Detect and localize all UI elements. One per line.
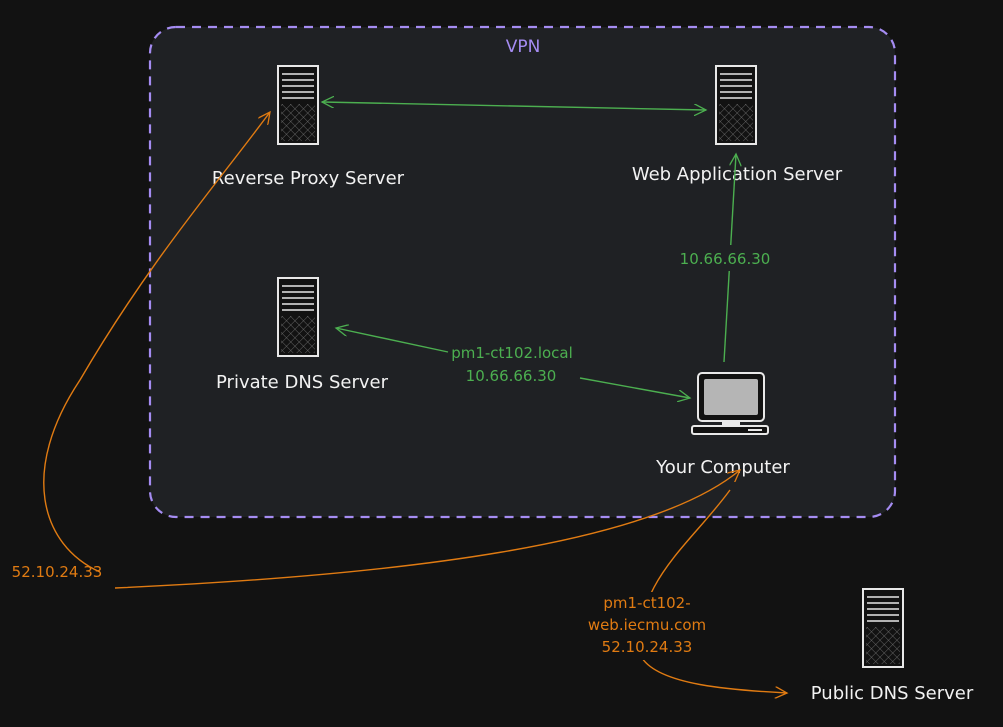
dns-response-to-computer bbox=[579, 377, 690, 398]
dns-query-to-private-dns bbox=[336, 328, 449, 353]
reverse-proxy-label: Reverse Proxy Server bbox=[212, 168, 405, 189]
server-icon bbox=[715, 65, 757, 145]
private-dns-server: Private DNS Server bbox=[216, 277, 389, 393]
public-dns-query-ip: 52.10.24.33 bbox=[602, 638, 693, 656]
proxy-ip-label: 52.10.24.33 bbox=[12, 563, 103, 581]
proxy-webapp-link bbox=[322, 102, 706, 110]
server-icon bbox=[277, 65, 319, 145]
public-dns-query-line2: web.iecmu.com bbox=[588, 616, 706, 634]
public-dns-label: Public DNS Server bbox=[811, 683, 974, 704]
web-application-server: Web Application Server bbox=[632, 65, 843, 185]
public-dns-query-line1: pm1-ct102- bbox=[603, 594, 690, 612]
private-dns-label: Private DNS Server bbox=[216, 372, 389, 393]
computer-to-proxy-curve bbox=[114, 470, 740, 589]
public-dns-server: Public DNS Server bbox=[811, 588, 974, 704]
server-icon bbox=[862, 588, 904, 668]
proxy-return-curve bbox=[43, 112, 270, 573]
vpn-region bbox=[148, 25, 897, 519]
private-dns-query-name: pm1-ct102.local bbox=[451, 344, 573, 362]
private-dns-query-ip: 10.66.66.30 bbox=[466, 367, 557, 385]
your-computer-label: Your Computer bbox=[655, 457, 790, 478]
reverse-proxy-server: Reverse Proxy Server bbox=[212, 65, 405, 189]
web-app-label: Web Application Server bbox=[632, 164, 843, 185]
computer-to-webapp-ip: 10.66.66.30 bbox=[680, 250, 771, 268]
your-computer: Your Computer bbox=[655, 372, 790, 478]
server-icon bbox=[277, 277, 319, 357]
computer-icon bbox=[691, 372, 769, 435]
computer-to-public-dns-curve bbox=[639, 489, 787, 693]
vpn-label: VPN bbox=[506, 37, 541, 57]
